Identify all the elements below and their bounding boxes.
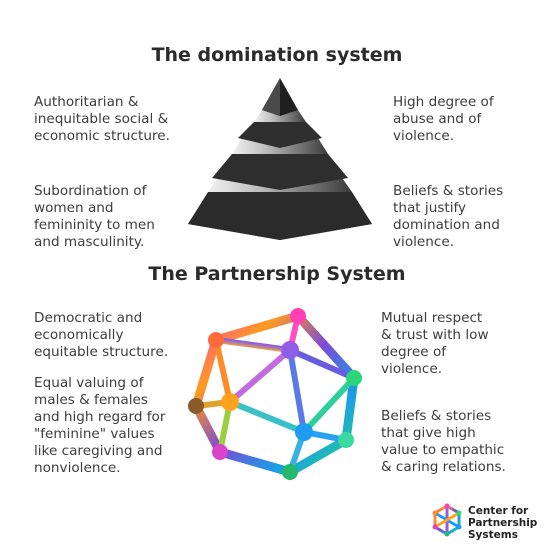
pyramid-graphic bbox=[188, 78, 372, 240]
partnership-right-bottom-text: Beliefs & stories that give high value t… bbox=[381, 408, 506, 476]
text-line: economically bbox=[34, 327, 124, 343]
logo-text-line: Partnership bbox=[468, 517, 538, 529]
text-line: & caring relations. bbox=[381, 459, 506, 475]
text-line: Equal valuing of bbox=[34, 375, 144, 391]
pyramid-cap-light bbox=[262, 78, 280, 116]
network-node bbox=[346, 370, 362, 386]
text-line: High degree of bbox=[393, 94, 494, 110]
domination-right-top-text: High degree of abuse and of violence. bbox=[393, 94, 494, 145]
text-line: Authoritarian & bbox=[34, 94, 139, 110]
network-node bbox=[295, 423, 313, 441]
text-line: violence. bbox=[393, 128, 455, 144]
partnership-left-top-text: Democratic and economically equitable st… bbox=[34, 310, 168, 361]
logo-text: Center for Partnership Systems bbox=[468, 505, 537, 541]
network-link bbox=[287, 347, 357, 381]
text-line: degree of bbox=[381, 344, 447, 360]
partnership-left-bottom-text: Equal valuing of males & females and hig… bbox=[34, 375, 165, 477]
network-node bbox=[338, 432, 354, 448]
network-node bbox=[221, 393, 239, 411]
text-line: that justify bbox=[393, 200, 467, 216]
network-node bbox=[281, 341, 299, 359]
text-line: that give high bbox=[381, 425, 476, 441]
pyramid-middle-face bbox=[212, 154, 348, 190]
pyramid-bottom-face bbox=[188, 192, 372, 240]
text-line: Mutual respect bbox=[381, 310, 483, 326]
network-link bbox=[301, 375, 357, 435]
text-line: femininity to men bbox=[34, 217, 155, 233]
text-line: domination and bbox=[393, 217, 500, 233]
network-node bbox=[290, 308, 306, 324]
text-line: Democratic and bbox=[34, 310, 143, 326]
network-node bbox=[188, 398, 204, 414]
text-line: Subordination of bbox=[34, 183, 147, 199]
domination-right-bottom-text: Beliefs & stories that justify dominatio… bbox=[393, 183, 503, 251]
partnership-title: The Partnership System bbox=[148, 263, 406, 285]
text-line: abuse and of bbox=[393, 111, 482, 127]
pyramid-upper-face bbox=[238, 122, 322, 148]
text-line: violence. bbox=[393, 234, 455, 250]
text-line: violence. bbox=[381, 361, 443, 377]
network-link bbox=[213, 337, 233, 405]
text-line: Beliefs & stories bbox=[393, 183, 504, 199]
text-line: inequitable social & bbox=[34, 111, 169, 127]
text-line: women and bbox=[34, 200, 114, 216]
text-line: nonviolence. bbox=[34, 460, 121, 476]
network-link bbox=[227, 347, 293, 405]
text-line: males & females bbox=[34, 392, 148, 408]
text-line: "feminine" values bbox=[34, 426, 155, 442]
text-line: and masculinity. bbox=[34, 234, 145, 250]
domination-title: The domination system bbox=[151, 44, 403, 66]
logo-text-line: Systems bbox=[468, 529, 518, 541]
network-link bbox=[227, 399, 307, 435]
network-node bbox=[282, 464, 298, 480]
network-outer-ring bbox=[191, 311, 359, 477]
text-line: value to empathic bbox=[381, 442, 505, 458]
text-line: equitable structure. bbox=[34, 344, 169, 360]
text-line: like caregiving and bbox=[34, 443, 163, 459]
center-for-partnership-systems-logo-icon bbox=[432, 503, 462, 537]
partnership-network-graphic bbox=[188, 308, 362, 480]
text-line: & trust with low bbox=[381, 327, 489, 343]
network-node bbox=[212, 444, 228, 460]
network-link bbox=[287, 347, 307, 435]
domination-left-top-text: Authoritarian & inequitable social & eco… bbox=[34, 94, 170, 145]
text-line: Beliefs & stories bbox=[381, 408, 492, 424]
partnership-right-top-text: Mutual respect & trust with low degree o… bbox=[381, 310, 489, 378]
network-link bbox=[213, 337, 293, 353]
network-node bbox=[208, 332, 224, 348]
text-line: and high regard for bbox=[34, 409, 166, 425]
domination-left-bottom-text: Subordination of women and femininity to… bbox=[34, 183, 155, 251]
text-line: economic structure. bbox=[34, 128, 170, 144]
logo-text-line: Center for bbox=[468, 505, 529, 517]
